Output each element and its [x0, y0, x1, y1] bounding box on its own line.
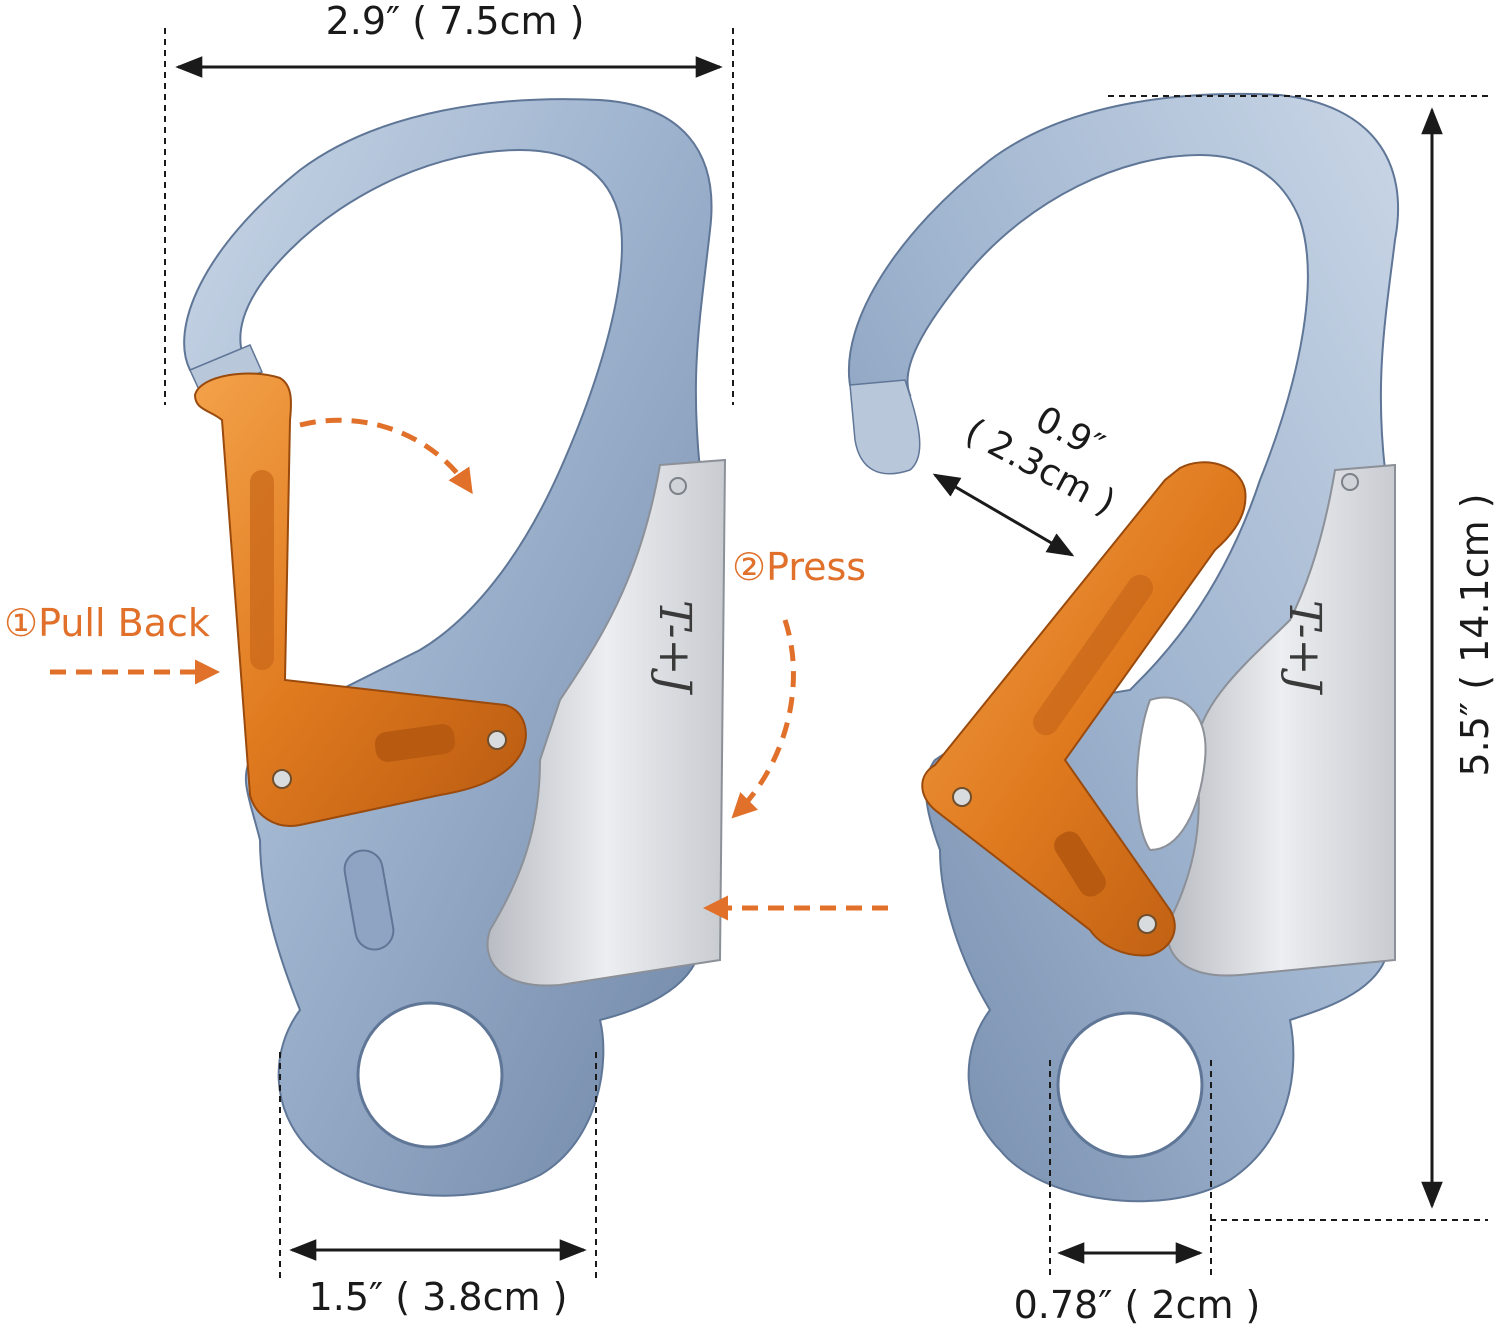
- action-arrows: [50, 417, 888, 921]
- dim-eye-inner-label: 0.78″ ( 2cm ): [1014, 1283, 1261, 1327]
- carabiner-right-gate-rivet-1: [952, 787, 972, 807]
- swing-arrow-icon: [299, 417, 473, 495]
- carabiner-right-plate-window: [1135, 696, 1207, 852]
- carabiner-right-gate: [921, 461, 1247, 957]
- carabiner-left-gate: [193, 372, 527, 827]
- brand-mark-left: T-+J: [649, 600, 700, 695]
- dim-height-label: 5.5″ ( 14.1cm ): [1453, 493, 1497, 776]
- step2-press-label: ②Press: [732, 545, 866, 589]
- carabiner-left-slot: [343, 849, 395, 951]
- dim-gate-opening-group: 0.9″ ( 2.3cm ): [958, 399, 1121, 524]
- carabiner-right-gate-slot: [1054, 831, 1106, 897]
- gate-opening-arrow: [932, 473, 1075, 557]
- dim-width-top-label: 2.9″ ( 7.5cm ): [326, 0, 585, 43]
- carabiner-right: T-+J: [847, 92, 1400, 1203]
- carabiner-right-gate-groove: [1032, 574, 1154, 736]
- carabiner-left-gate-slot: [374, 724, 456, 762]
- carabiner-left-gate-rivet-1: [272, 769, 292, 789]
- dim-eye-width-label: 1.5″ ( 3.8cm ): [309, 1275, 568, 1319]
- carabiner-left: T-+J: [183, 98, 727, 1197]
- carabiner-left-rivet: [669, 477, 687, 495]
- carabiner-left-gate-groove: [250, 470, 274, 670]
- carabiner-right-eye: [1056, 1011, 1204, 1159]
- press-curved-arrow-icon: [731, 619, 796, 819]
- carabiner-left-gate-rivet-2: [487, 730, 507, 750]
- carabiner-left-eye: [356, 1001, 504, 1149]
- carabiner-right-nose: [849, 379, 921, 475]
- step1-pull-back-label: ①Pull Back: [4, 601, 210, 645]
- carabiner-right-rivet: [1341, 473, 1359, 491]
- carabiner-left-nose: [188, 344, 264, 393]
- carabiner-left-lock-plate: [486, 458, 727, 987]
- brand-mark-right: T-+J: [1279, 600, 1330, 695]
- dimension-guides: [164, 28, 1488, 1280]
- carabiner-right-gate-rivet-2: [1137, 914, 1157, 934]
